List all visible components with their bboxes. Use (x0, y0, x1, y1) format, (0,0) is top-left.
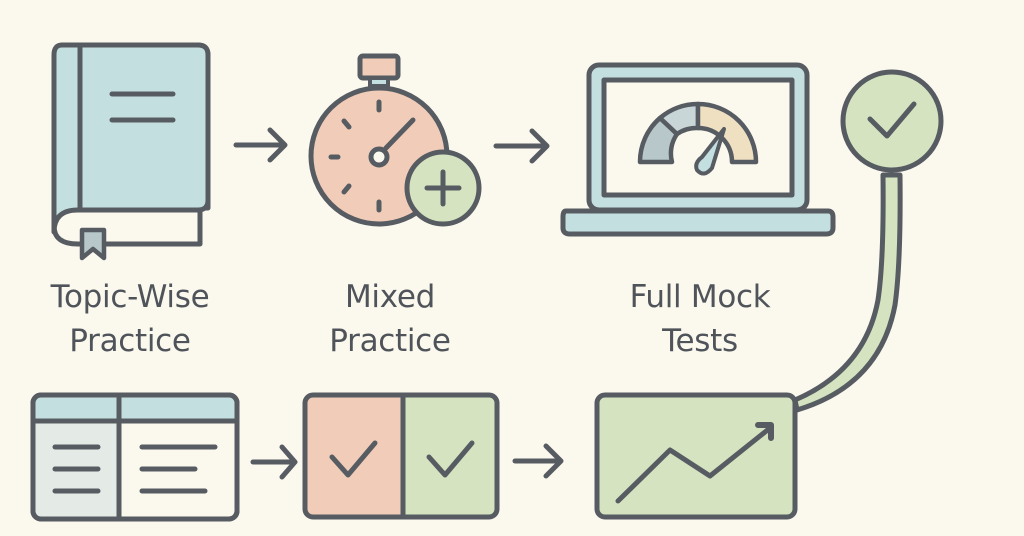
trending-up-chart-icon (594, 392, 798, 520)
step-label-line: Practice (69, 323, 191, 359)
step-label-line: Mixed (344, 279, 435, 315)
check-icon (867, 101, 917, 139)
goal-connector (792, 69, 944, 413)
step-label-line: Tests (662, 323, 738, 359)
step-label-line: Topic-Wise (50, 279, 210, 315)
arrow-right-icon (512, 443, 564, 479)
step-label-line: Full Mock (629, 279, 771, 315)
check-icon (426, 440, 475, 478)
step-label-mock-tests: Full Mock Tests (590, 275, 810, 363)
step-label-topic-wise: Topic-Wise Practice (15, 275, 245, 363)
stopwatch-plus-icon (308, 53, 482, 227)
book-icon (51, 42, 211, 261)
step-label-line: Practice (329, 323, 451, 359)
arrow-right-icon (233, 127, 288, 163)
double-check-icon (302, 392, 500, 520)
check-icon (329, 440, 378, 478)
table-notes-icon (30, 392, 240, 522)
laptop-gauge-icon (560, 62, 836, 237)
arrow-right-icon (493, 128, 550, 164)
arrow-right-icon (250, 444, 298, 480)
step-label-mixed: Mixed Practice (285, 275, 495, 363)
